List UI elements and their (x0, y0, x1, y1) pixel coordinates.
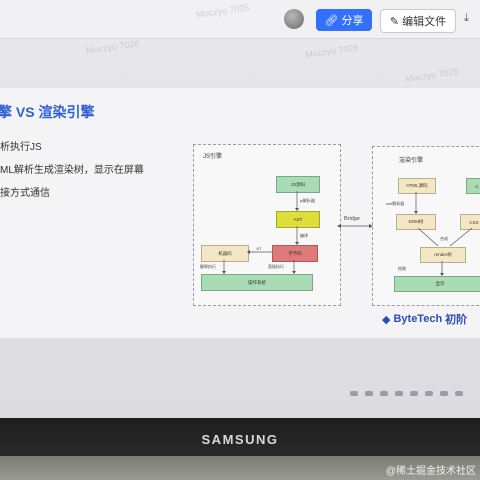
bridge-label: Bridge (344, 216, 360, 222)
diagram-arrows (222, 191, 473, 276)
source-credit: @稀土掘金技术社区 (385, 466, 476, 477)
dock-app-icon[interactable] (425, 391, 433, 396)
bullet-item: ML解析生成渲染树，显示在屏幕 (0, 165, 144, 176)
diagram-label: 绘制 (398, 266, 406, 271)
diagram-label: 直接执行 (268, 264, 284, 269)
render-panel-title: 渲染引擎 (399, 158, 424, 164)
bytetech-brand: ByteTech (393, 313, 443, 325)
edit-file-button[interactable]: ✎ 编辑文件 (380, 9, 456, 33)
diagram-label: js解析器 (300, 198, 315, 203)
dock-app-icon[interactable] (440, 391, 448, 396)
presentation-slide: 擎 VS 渲染引擎 析执行JS ML解析生成渲染树，显示在屏幕 接方式通信 (0, 88, 480, 338)
edit-button-label: 编辑文件 (402, 16, 447, 28)
dock-app-icon[interactable] (410, 391, 418, 396)
download-icon[interactable]: ⤓ (464, 12, 469, 24)
desk-surface (0, 456, 480, 480)
dock-bar (350, 391, 463, 396)
monitor-brand: SAMSUNG (201, 432, 279, 447)
diagram-box-html-source: HTML源码 (398, 178, 436, 194)
app-toolbar: 🔗︎ 分享 ✎ 编辑文件 ⤓ (0, 0, 480, 39)
diagram-label: 合成 (440, 236, 448, 241)
diagram-box-bytecode: 字节码 (272, 245, 318, 262)
bullet-item: 析执行JS (0, 142, 42, 153)
monitor-bezel (0, 418, 480, 460)
diagram-box-os: 操作系统 (201, 274, 313, 291)
diagram-box-dom-tree: DOM树 (396, 214, 436, 230)
diagram-box-ast: AST (276, 211, 320, 228)
share-button-label: 分享 (341, 15, 364, 27)
share-button[interactable]: 🔗︎ 分享 (316, 9, 372, 31)
diagram-box-machine-code: 机器码 (201, 245, 249, 262)
bytetech-logo: ◆ ByteTech 初阶 (382, 311, 467, 327)
dock-app-icon[interactable] (395, 391, 403, 396)
avatar[interactable] (284, 9, 304, 29)
diagram-label: 编译 (300, 233, 308, 238)
diagram-label: 解释执行 (200, 264, 216, 269)
dock-app-icon[interactable] (380, 391, 388, 396)
bullet-item: 接方式通信 (0, 188, 50, 199)
diagram-label: JIT (256, 246, 262, 251)
diagram-box-css-source: C (466, 178, 480, 194)
diagram-box-render-tree: render树 (420, 247, 466, 263)
diagram-label: xml解析器 (386, 201, 405, 206)
pencil-icon: ✎ (389, 15, 400, 28)
diagram-box-display: 显示 (394, 276, 480, 292)
bytetech-mark-icon: ◆ (382, 313, 391, 326)
diagram-box-js-source: JS源码 (276, 176, 320, 193)
bytetech-suffix: 初阶 (445, 314, 468, 326)
dock-app-icon[interactable] (350, 391, 358, 396)
slide-title: 擎 VS 渲染引擎 (0, 104, 95, 120)
dock-app-icon[interactable] (455, 391, 463, 396)
link-icon: 🔗︎ (324, 14, 339, 27)
js-panel-title: JS引擎 (203, 154, 223, 160)
dock-app-icon[interactable] (365, 391, 373, 396)
monitor-screen: 🔗︎ 分享 ✎ 编辑文件 ⤓ Moczyu 7026 Moczyu 7026 M… (0, 0, 480, 418)
